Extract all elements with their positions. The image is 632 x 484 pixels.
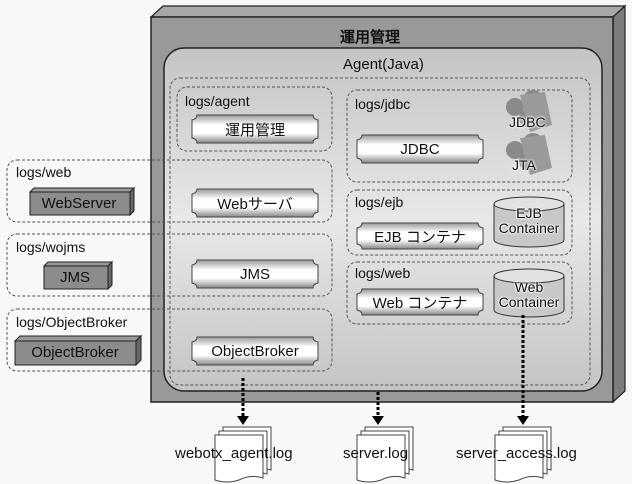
jdbc-gear-icon (506, 90, 552, 132)
jta-icon-label: JTA (512, 157, 536, 173)
component-ext-objectbroker[interactable]: ObjectBroker (13, 334, 143, 366)
outer-box-side-face (612, 4, 626, 404)
component-label: JMS (60, 268, 90, 286)
component-jms[interactable]: JMS (191, 259, 319, 289)
group-ext-logs-objectbroker (6, 308, 333, 372)
log-file-server-access: server_access.log (456, 445, 577, 462)
log-dir-label-ext-wojms: logs/wojms (16, 239, 86, 255)
web-container-line2: Container (498, 294, 560, 310)
component-ext-jms[interactable]: JMS (42, 260, 114, 290)
log-dir-label-ejb: logs/ejb (355, 194, 404, 210)
group-logs-agent (176, 86, 333, 152)
log-dir-label-ext-web: logs/web (16, 164, 72, 180)
component-label: 運用管理 (224, 121, 285, 139)
component-jdbc[interactable]: JDBC (356, 134, 484, 164)
component-label: JMS (240, 265, 270, 283)
file-icon-access-log (494, 426, 552, 483)
component-label: ObjectBroker (211, 342, 299, 360)
ejb-container-cylinder (493, 196, 565, 248)
log-dir-label-ext-objectbroker: logs/ObjectBroker (16, 314, 128, 330)
component-web-container[interactable]: Web コンテナ (356, 288, 484, 316)
ejb-container-line2: Container (498, 220, 560, 236)
log-dir-label-agent: logs/agent (185, 93, 250, 109)
jdbc-icon-label: JDBC (509, 114, 546, 130)
group-logs-web (346, 261, 573, 325)
component-ext-webserver[interactable]: WebServer (28, 186, 136, 216)
log-file-server: server.log (343, 445, 409, 462)
group-ext-logs-web (6, 159, 333, 223)
agent-inner-dashed (169, 77, 591, 386)
file-icon-server-log (356, 426, 414, 483)
group-ext-logs-wojms (6, 233, 333, 297)
component-ejb-container[interactable]: EJB コンテナ (356, 222, 484, 250)
component-label: Web コンテナ (372, 294, 468, 312)
log-dir-label-web-internal: logs/web (355, 265, 411, 281)
agent-box-title: Agent(Java) (343, 56, 424, 73)
group-logs-ejb (346, 189, 573, 256)
arrowhead-access-log (517, 416, 529, 425)
ejb-container-line1: EJB (516, 205, 542, 221)
component-unyou-kanri[interactable]: 運用管理 (191, 114, 319, 144)
component-label: EJB コンテナ (374, 228, 466, 246)
component-label: Webサーバ (217, 195, 293, 213)
web-container-line1: Web (514, 279, 544, 295)
component-objectbroker[interactable]: ObjectBroker (191, 336, 319, 366)
component-label: JDBC (400, 140, 440, 158)
log-dir-label-jdbc: logs/jdbc (355, 96, 411, 112)
component-label: ObjectBroker (31, 344, 119, 361)
component-web-server[interactable]: Webサーバ (191, 188, 319, 218)
web-container-cylinder (493, 268, 565, 318)
arrowhead-server-log (372, 416, 384, 425)
component-label: WebServer (41, 194, 117, 212)
group-logs-jdbc (346, 89, 573, 183)
arrowhead-agent-log (237, 416, 249, 425)
outer-box-title: 運用管理 (340, 28, 401, 46)
outer-box-top-face (149, 5, 627, 18)
file-icon-agent-log (214, 426, 272, 483)
web-container-label: Web Container (488, 280, 570, 310)
log-file-webotx-agent: webotx_agent.log (175, 445, 293, 462)
jta-gear-icon (506, 133, 552, 175)
ejb-container-label: EJB Container (488, 206, 570, 236)
